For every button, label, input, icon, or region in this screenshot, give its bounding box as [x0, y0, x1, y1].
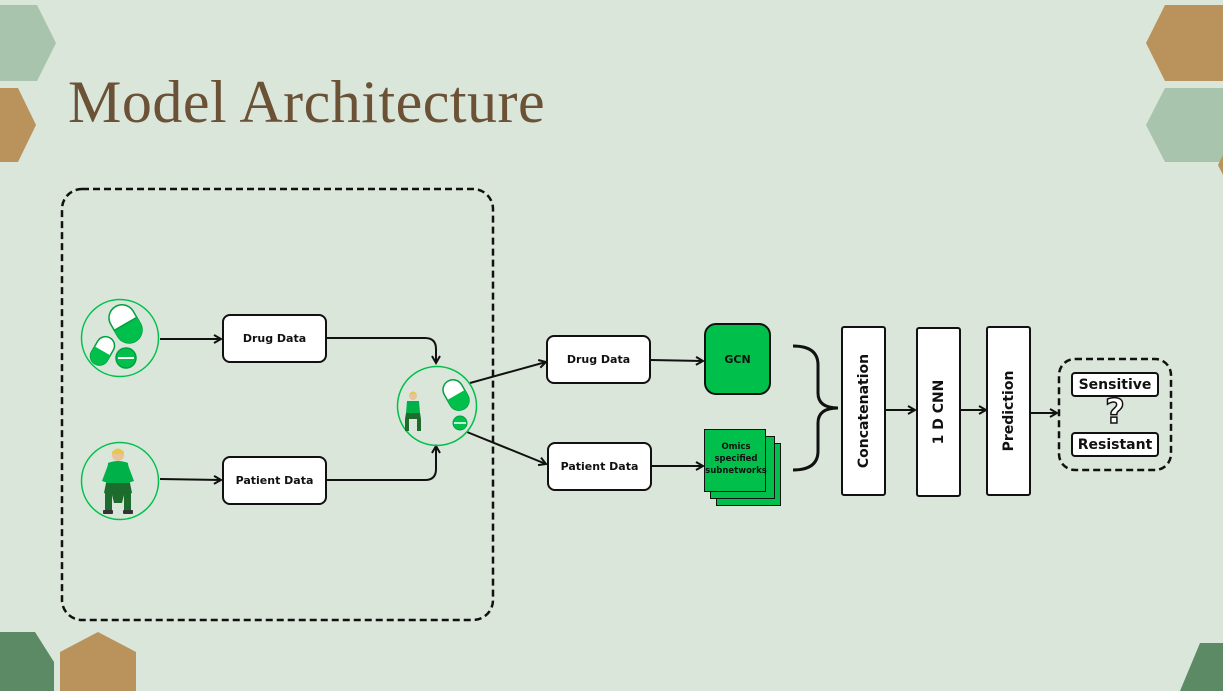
- merge-brace: [792, 344, 839, 472]
- output-frame: [1057, 357, 1173, 472]
- omics-label-line-3: subnetworks: [705, 466, 767, 476]
- hexagon-tan-left: [0, 88, 36, 162]
- hexagon-tan-right-edge: [1218, 155, 1223, 175]
- question-mark-icon: ?: [1104, 391, 1125, 433]
- arrow-drug-to-gcn: [650, 360, 703, 361]
- drug-patient-combined-icon: [396, 365, 478, 447]
- pill-capsules-icon: [80, 298, 160, 378]
- input-patient-data-box: Patient Data: [222, 456, 327, 505]
- page-title: Model Architecture: [68, 69, 546, 135]
- resistant-label: Resistant: [1077, 436, 1153, 453]
- sensitive-label: Sensitive: [1078, 376, 1152, 393]
- pipeline-patient-data-box: Patient Data: [547, 442, 652, 491]
- patient-figure-icon: [80, 441, 160, 521]
- hexagon-dark-green-bottom-right: [1180, 643, 1223, 691]
- arrow-patient-to-patient-data: [159, 479, 221, 480]
- hexagon-sage-top-left: [0, 5, 56, 81]
- omics-layer-front: Omics specified subnetworks: [704, 429, 767, 492]
- arrow-combined-to-patient: [466, 431, 546, 464]
- arrow-combined-to-drug: [469, 362, 546, 384]
- pipeline-drug-data-label: Drug Data: [566, 353, 631, 366]
- omics-label-line-2: specified: [714, 454, 758, 464]
- input-patient-data-label: Patient Data: [235, 474, 314, 487]
- input-drug-data-label: Drug Data: [242, 332, 307, 345]
- prediction-block: Prediction: [986, 326, 1031, 496]
- sensitive-box: Sensitive: [1071, 372, 1159, 397]
- omics-label-line-1: Omics: [721, 442, 751, 452]
- gcn-block: GCN: [704, 323, 771, 395]
- concatenation-label: Concatenation: [855, 353, 872, 469]
- arrow-patient-to-combined: [327, 446, 436, 481]
- cnn-label: 1 D CNN: [930, 379, 947, 445]
- hexagon-tan-bottom-left: [60, 632, 136, 691]
- omics-label: Omics specified subnetworks: [705, 441, 767, 477]
- resistant-box: Resistant: [1071, 432, 1159, 457]
- input-drug-data-box: Drug Data: [222, 314, 327, 363]
- cnn-block: 1 D CNN: [916, 327, 961, 497]
- pipeline-patient-data-label: Patient Data: [560, 460, 639, 473]
- arrow-drug-to-combined: [327, 337, 436, 363]
- hexagon-dark-green-bottom-left: [0, 632, 54, 691]
- prediction-label: Prediction: [1000, 370, 1017, 452]
- pipeline-drug-data-box: Drug Data: [546, 335, 651, 384]
- gcn-label: GCN: [724, 352, 751, 366]
- concatenation-block: Concatenation: [841, 326, 886, 496]
- hexagon-tan-top-right: [1146, 5, 1223, 81]
- input-stage-frame: [60, 187, 495, 622]
- hexagon-sage-right: [1146, 88, 1223, 162]
